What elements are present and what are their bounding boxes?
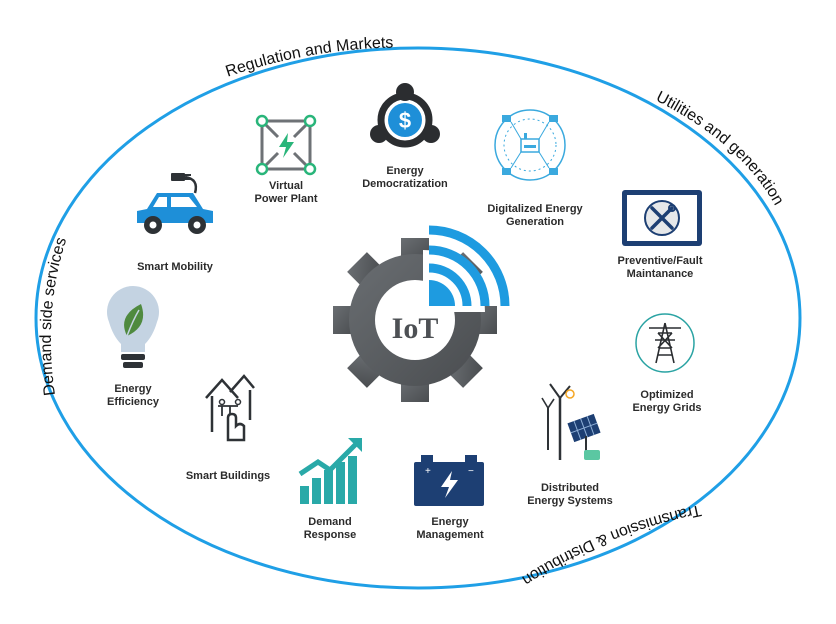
label-energy-management: Energy Management [416, 516, 484, 541]
label-energy-democratization: Energy Democratization [362, 165, 448, 190]
iot-label: IoT [392, 312, 439, 345]
label-virtual-power-plant: Virtual Power Plant [254, 180, 318, 205]
energy-democratization-icon: $ [370, 83, 440, 148]
label-energy-efficiency: Energy Efficiency [107, 383, 159, 408]
maintenance-monitor-icon [622, 190, 702, 246]
label-preventive-maintenance: Preventive/Fault Maintanance [617, 255, 703, 280]
energy-grid-tower-icon [635, 313, 695, 373]
ring-label-top: Regulation and Markets [223, 35, 393, 81]
label-smart-buildings: Smart Buildings [185, 470, 271, 482]
virtual-power-plant-icon [255, 114, 317, 176]
svg-text:−: − [468, 466, 474, 477]
lightbulb-leaf-icon [107, 286, 159, 368]
electric-car-icon [137, 173, 213, 234]
iot-gear-icon: IoT [333, 225, 510, 402]
battery-icon: + − [414, 455, 484, 506]
label-distributed-energy-systems: Distributed Energy Systems [527, 482, 613, 507]
ring-label-bottom: Transmission & Distribution [519, 501, 703, 589]
label-digitalized-energy-generation: Digitalized Energy Generation [487, 203, 583, 228]
outer-ring [34, 46, 802, 590]
distributed-energy-icon [541, 383, 601, 460]
label-optimized-energy-grids: Optimized Energy Grids [632, 389, 702, 414]
digitalized-generation-icon [494, 109, 566, 181]
growth-chart-icon [298, 438, 362, 504]
smart-building-icon [205, 374, 255, 442]
label-demand-response: Demand Response [303, 516, 357, 541]
label-smart-mobility: Smart Mobility [137, 261, 213, 273]
svg-text:$: $ [399, 108, 411, 133]
ring-label-left: Demand side services [38, 235, 70, 396]
svg-text:+: + [425, 466, 431, 477]
